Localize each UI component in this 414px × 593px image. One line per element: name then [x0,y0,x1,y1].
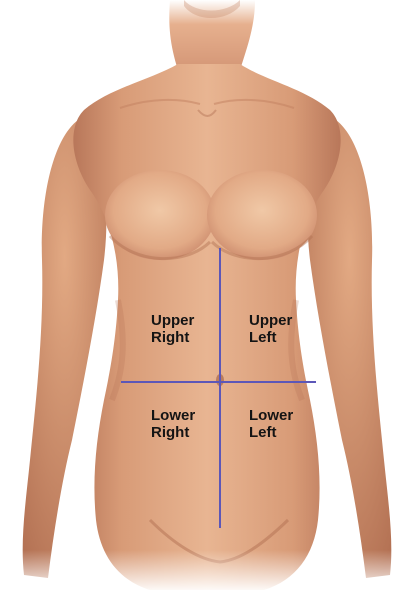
quadrant-label-upper-right: Upper Right [151,312,194,346]
quadrant-label-lower-right: Lower Right [151,407,195,441]
quadrant-label-lower-left: Lower Left [249,407,293,441]
torso [73,64,340,590]
quadrant-label-upper-left: Upper Left [249,312,292,346]
neck [169,0,255,70]
